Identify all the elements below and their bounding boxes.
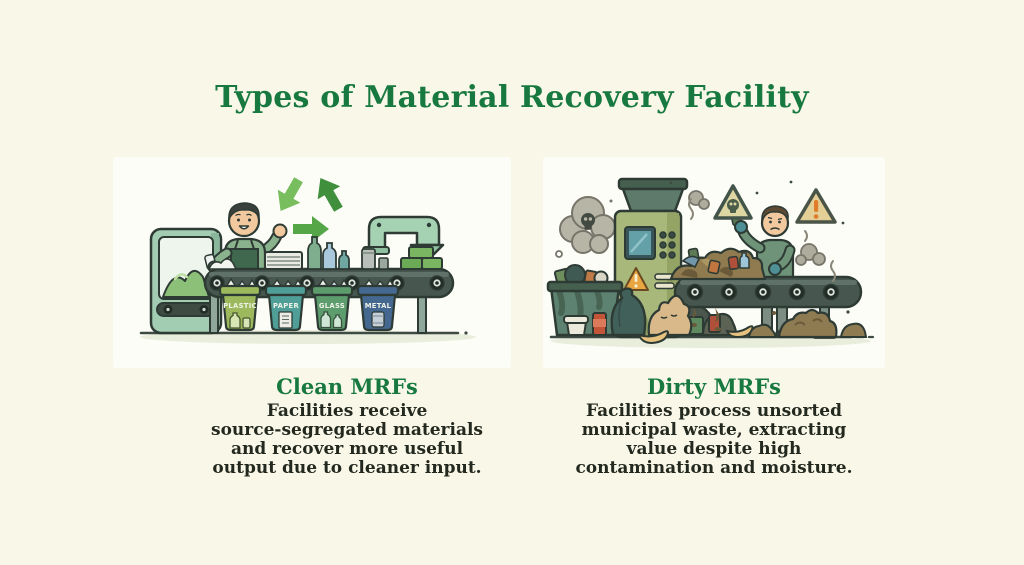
description-line: Facilities receive [266, 401, 428, 421]
recycled-bales [400, 246, 443, 270]
description-line: Facilities process unsorted [585, 401, 843, 421]
glass-bin: GLASS [310, 277, 354, 332]
sorting-bins: PLASTIC PAPER GLASS [218, 277, 400, 332]
clean-mrf-panel: PLASTIC PAPER GLASS [113, 157, 511, 368]
svg-text:GLASS: GLASS [319, 302, 345, 310]
clean-mrf-caption: Clean MRFs Facilities receive source-seg… [187, 374, 507, 478]
page-title: Types of Material Recovery Facility [215, 80, 809, 115]
toxic-smoke [555, 196, 616, 258]
infeed-machine [149, 227, 223, 335]
svg-text:PAPER: PAPER [273, 302, 299, 310]
alert-warning-sign [795, 188, 837, 224]
dirty-mrf-illustration [546, 177, 875, 348]
paper-stack [264, 251, 303, 270]
dirty-mrf-caption: Dirty MRFs Facilities process unsorted m… [554, 374, 874, 478]
dirt-piles [747, 308, 868, 339]
fumes [669, 180, 850, 314]
skull-warning-sign [713, 184, 753, 220]
clean-mrf-heading: Clean MRFs [276, 374, 418, 399]
glass-bottles [307, 236, 350, 270]
clean-mrf-illustration: PLASTIC PAPER GLASS [139, 177, 476, 344]
svg-text:PLASTIC: PLASTIC [223, 302, 257, 310]
svg-text:METAL: METAL [365, 302, 392, 310]
description-line: value despite high [626, 439, 802, 459]
belt-rollers [686, 283, 840, 301]
metal-bin: METAL [356, 278, 400, 332]
belt-items [207, 236, 443, 270]
dirty-mrf-panel [543, 157, 885, 368]
dirty-mrf-description: Facilities process unsorted municipal wa… [554, 402, 874, 478]
description-line: municipal waste, extracting [581, 420, 847, 440]
waste-heap [669, 247, 767, 331]
metal-cans [361, 248, 389, 270]
recycling-symbol [277, 177, 343, 242]
paper-bin: PAPER [264, 278, 308, 332]
clean-mrf-description: Facilities receive source-segregated mat… [187, 402, 507, 478]
description-line: source-segregated materials [211, 420, 483, 440]
description-line: and recover more useful [230, 439, 464, 459]
description-line: output due to cleaner input. [212, 458, 482, 478]
plastic-bin: PLASTIC [218, 277, 262, 332]
description-line: contamination and moisture. [575, 458, 853, 478]
trash-pile-front [563, 287, 693, 345]
dirty-mrf-heading: Dirty MRFs [647, 374, 781, 399]
